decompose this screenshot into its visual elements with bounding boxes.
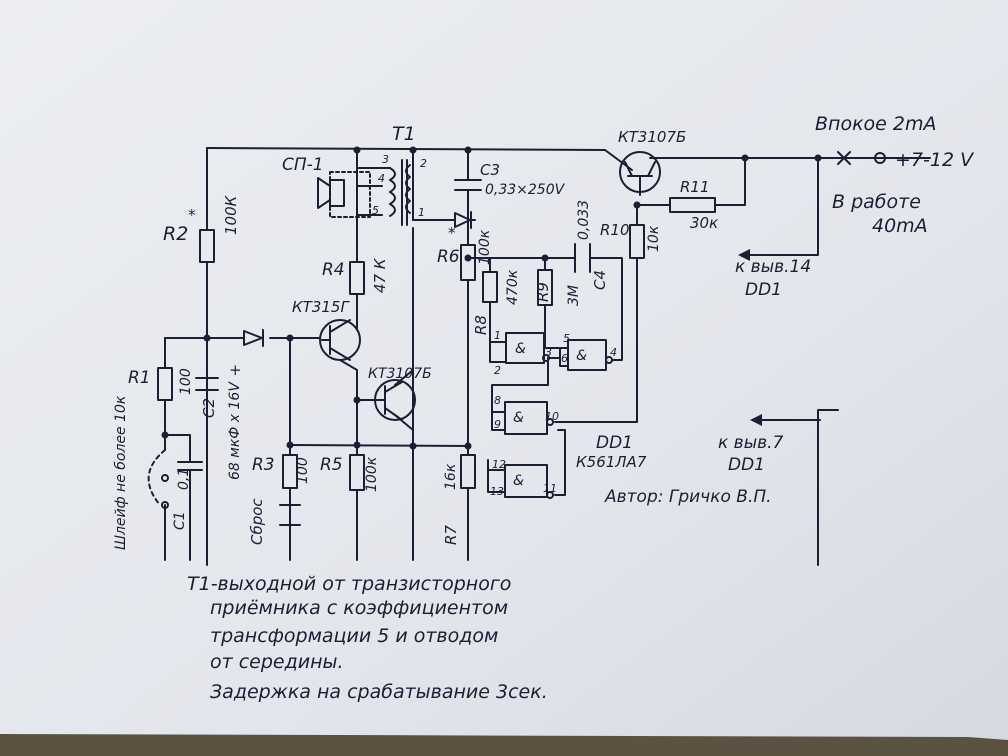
note-line-5: Задержка на срабатывание 3сек. <box>210 681 548 703</box>
c2-value: 68 мкФ х 16V <box>227 381 243 480</box>
note-line-3: трансформации 5 и отводом <box>210 625 498 647</box>
sp1-label: СП-1 <box>282 155 324 175</box>
reset-button-icon <box>279 504 301 526</box>
pin-1: 1 <box>494 329 501 342</box>
q-mid-label: КТ315Г <box>292 298 350 316</box>
winding-1-label: 1 <box>418 206 425 219</box>
pin-10: 10 <box>545 410 559 423</box>
c1-label: C1 <box>172 511 188 530</box>
labels: T1 СП-1 1 2 3 4 5 C3 0,33×250V КТ3107Б В… <box>113 113 975 550</box>
r8-label: R8 <box>472 315 490 335</box>
q-low-label: КТ3107Б <box>368 366 432 382</box>
r10-value: 10к <box>646 225 662 252</box>
work-current-label: 40mA <box>872 215 928 237</box>
resistors <box>157 197 716 491</box>
r1-value: 100 <box>178 368 194 395</box>
nand-gates <box>504 332 613 499</box>
pin14-label: к выв.14 <box>735 257 811 277</box>
r9-label: R9 <box>534 282 552 302</box>
pin-12: 12 <box>492 458 506 471</box>
loop-label: Шлейф не более 10к <box>113 395 129 550</box>
diodes <box>243 211 472 347</box>
pin-4: 4 <box>610 346 617 359</box>
note-line-1: Т1-выходной от транзисторного <box>187 573 511 595</box>
c3-label: C3 <box>480 161 500 179</box>
note-line-2: приёмника с коэффициентом <box>210 597 508 619</box>
power-idle-label: Впокое 2mA <box>815 113 937 135</box>
pin-9: 9 <box>494 418 501 431</box>
c3-value: 0,33×250V <box>485 182 566 198</box>
r8-value: 470к <box>505 269 521 305</box>
reset-label: Сброс <box>248 498 266 545</box>
loop-icon <box>147 449 169 509</box>
c1-value: 0,1 <box>176 468 192 490</box>
pin-2: 2 <box>494 364 501 377</box>
gate4-amp: & <box>513 473 524 489</box>
winding-5-label: 5 <box>372 204 379 217</box>
dd1-chip-label: DD1 <box>596 433 633 453</box>
r11-label: R11 <box>680 178 710 196</box>
pin-13: 13 <box>490 485 504 498</box>
dd1-a-label: DD1 <box>745 280 782 300</box>
r4-label: R4 <box>322 260 345 280</box>
power-terminal-icon <box>837 151 886 165</box>
c4-value: 0,033 <box>576 200 592 240</box>
r7-label: R7 <box>442 525 460 545</box>
gate2-amp: & <box>576 348 587 364</box>
r3-label: R3 <box>252 455 275 475</box>
r6-value: 100к <box>477 229 493 265</box>
pin-6: 6 <box>561 352 568 365</box>
speaker-icon <box>317 171 371 218</box>
r3-value: 100 <box>295 457 311 484</box>
winding-4-label: 4 <box>378 172 385 185</box>
paper-sheet <box>0 0 1008 740</box>
pin-5: 5 <box>563 332 570 345</box>
dd1-type-label: К561ЛА7 <box>576 453 647 471</box>
r6-star: * <box>448 224 456 242</box>
transistors <box>319 151 661 421</box>
author-label: Автор: Гричко В.П. <box>604 487 772 507</box>
pin-8: 8 <box>494 394 501 407</box>
pin-11: 11 <box>543 482 557 495</box>
capacitors <box>177 179 591 509</box>
power-supply-label: +7-12 V <box>895 149 975 171</box>
q-top-label: КТ3107Б <box>618 128 686 146</box>
r6-label: R6 <box>437 247 460 267</box>
winding-2-label: 2 <box>420 157 427 170</box>
transformer-t1 <box>389 159 411 226</box>
winding-3-label: 3 <box>382 153 389 166</box>
pin-3: 3 <box>545 346 552 359</box>
r7-value: 16к <box>443 463 459 490</box>
note-line-4: от середины. <box>210 651 344 673</box>
c2-plus: + <box>229 361 242 379</box>
work-title-label: В работе <box>832 191 921 213</box>
t1-label: T1 <box>392 123 416 145</box>
arrows <box>738 249 762 426</box>
pin7-label: к выв.7 <box>718 433 784 453</box>
r11-value: 30к <box>690 214 718 232</box>
notes: Т1-выходной от транзисторного приёмника … <box>187 573 548 703</box>
r2-value: 100К <box>222 194 240 235</box>
r5-label: R5 <box>320 455 343 475</box>
c4-label: C4 <box>591 270 609 290</box>
dd1-b-label: DD1 <box>728 455 765 475</box>
r1-label: R1 <box>128 368 151 388</box>
c2-label: C2 <box>200 398 218 418</box>
r2-star: * <box>188 206 196 224</box>
r9-value: 3М <box>566 285 582 306</box>
r4-value: 47 К <box>371 257 389 293</box>
wiring <box>164 147 931 566</box>
r5-value: 100к <box>364 456 380 492</box>
gate3-amp: & <box>513 410 524 426</box>
r10-label: R10 <box>600 221 630 239</box>
r2-label: R2 <box>163 223 188 245</box>
gate1-amp: & <box>515 341 526 357</box>
